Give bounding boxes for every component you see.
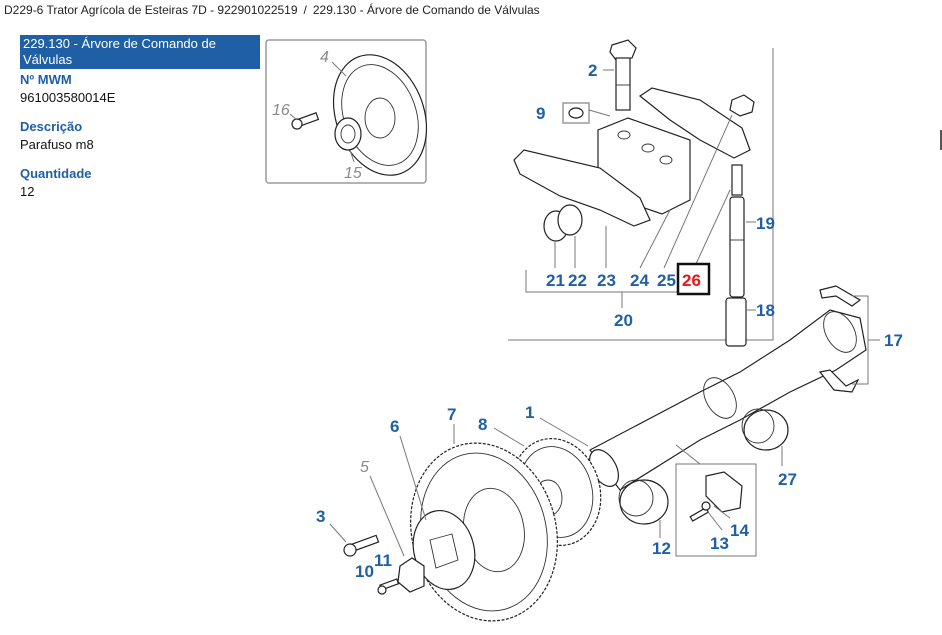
gear-assembly: 8 7 6 5 3 11 10 bbox=[316, 405, 602, 622]
description-value: Parafuso m8 bbox=[20, 137, 94, 152]
selected-callout-box bbox=[676, 262, 711, 296]
adjust-nut bbox=[729, 94, 755, 117]
callout-23[interactable]: 23 bbox=[597, 271, 616, 290]
callout-12[interactable]: 12 bbox=[652, 539, 671, 558]
callout-8[interactable]: 8 bbox=[478, 415, 487, 434]
plate-6 bbox=[412, 509, 476, 591]
callout-22[interactable]: 22 bbox=[568, 271, 587, 290]
section-title: 229.130 - Árvore de Comando de Válvulas bbox=[20, 35, 260, 69]
inset-bearing-inner bbox=[340, 124, 356, 144]
bolt-3-head bbox=[343, 543, 357, 557]
callout-27[interactable]: 27 bbox=[778, 470, 797, 489]
callout-7[interactable]: 7 bbox=[447, 405, 456, 424]
inset-detail: 4 16 15 bbox=[265, 39, 428, 184]
callout-17[interactable]: 17 bbox=[884, 331, 903, 350]
bolt-10-head bbox=[377, 585, 387, 595]
callout-6[interactable]: 6 bbox=[390, 417, 399, 436]
quantity-value: 12 bbox=[20, 184, 35, 199]
callout-1[interactable]: 1 bbox=[525, 403, 534, 422]
part-number-label: Nº MWM bbox=[20, 72, 72, 87]
callout-3[interactable]: 3 bbox=[316, 507, 325, 526]
ring-22 bbox=[557, 204, 583, 236]
inset-gear-hub bbox=[364, 97, 396, 139]
callout-18[interactable]: 18 bbox=[756, 301, 775, 320]
rocker-assembly: 2 9 19 21 22 23 24 25 26 20 18 bbox=[508, 39, 775, 347]
callout-14[interactable]: 14 bbox=[730, 521, 749, 540]
thrust-plate bbox=[705, 471, 743, 513]
bolt-head-2 bbox=[609, 39, 637, 61]
rocker-arm-left bbox=[513, 149, 651, 227]
quantity-label: Quantidade bbox=[20, 166, 92, 181]
breadcrumb: D229-6 Trator Agrícola de Esteiras 7D - … bbox=[4, 3, 540, 17]
breadcrumb-group[interactable]: 229.130 - Árvore de Comando de Válvulas bbox=[312, 3, 540, 17]
part-number-value: 961003580014E bbox=[20, 90, 116, 105]
bushing-27 bbox=[743, 409, 789, 451]
adjust-screw bbox=[731, 164, 743, 196]
frame-line-right bbox=[508, 48, 774, 341]
callout-4[interactable]: 4 bbox=[320, 49, 329, 66]
callout-2[interactable]: 2 bbox=[588, 61, 597, 80]
callout-19[interactable]: 19 bbox=[756, 214, 775, 233]
callout-13[interactable]: 13 bbox=[710, 534, 729, 553]
callout-26-selected[interactable]: 26 bbox=[682, 271, 701, 290]
inset-bearing bbox=[334, 117, 362, 151]
bearing-shell-lower bbox=[818, 369, 860, 393]
plate-5 bbox=[397, 557, 425, 593]
callout-10[interactable]: 10 bbox=[355, 562, 374, 581]
description-label: Descrição bbox=[20, 119, 83, 134]
bolt-shank-2 bbox=[615, 57, 631, 111]
callout-25[interactable]: 25 bbox=[657, 271, 676, 290]
callout-9[interactable]: 9 bbox=[536, 104, 545, 123]
callout-21[interactable]: 21 bbox=[546, 271, 565, 290]
pushrod-19 bbox=[729, 196, 745, 298]
group-20-bracket bbox=[525, 270, 708, 293]
washer-9 bbox=[568, 107, 584, 119]
camshaft bbox=[589, 309, 867, 491]
breadcrumb-model[interactable]: D229-6 Trator Agrícola de Esteiras 7D - … bbox=[4, 3, 298, 17]
breadcrumb-separator: / bbox=[303, 3, 307, 17]
callout-24[interactable]: 24 bbox=[630, 271, 649, 290]
callout-15[interactable]: 15 bbox=[344, 165, 362, 182]
scrollbar-thumb[interactable] bbox=[940, 130, 942, 150]
inset-bolt-head bbox=[291, 118, 303, 130]
callout-5[interactable]: 5 bbox=[360, 459, 369, 476]
tappet-18 bbox=[725, 297, 747, 347]
bearing-shell-upper bbox=[819, 285, 862, 307]
part-info-panel: 229.130 - Árvore de Comando de Válvulas … bbox=[20, 35, 260, 199]
bushing-12 bbox=[619, 479, 669, 525]
callout-11[interactable]: 11 bbox=[374, 551, 392, 570]
callout-16[interactable]: 16 bbox=[272, 102, 290, 119]
callout-20[interactable]: 20 bbox=[614, 311, 633, 330]
washer-14 bbox=[701, 501, 711, 511]
rocker-arm-right bbox=[638, 87, 751, 159]
camshaft-assembly: 17 27 12 14 13 1 bbox=[525, 285, 903, 558]
